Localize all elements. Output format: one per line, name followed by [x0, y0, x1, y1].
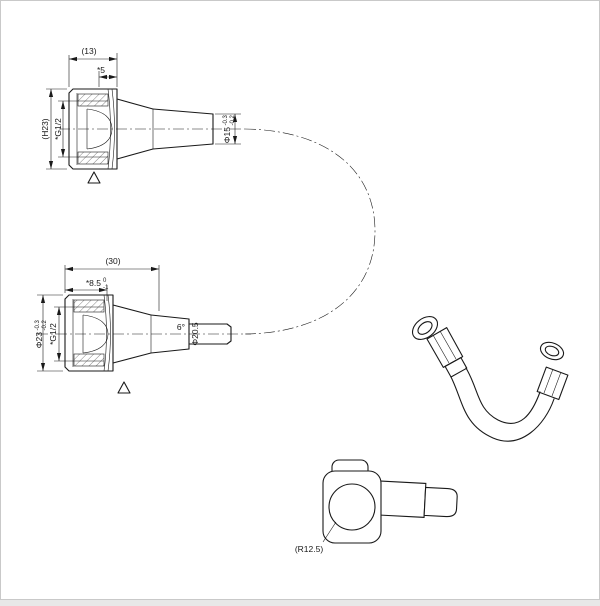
elbow-outlet-end	[423, 486, 458, 518]
taper-edge	[150, 348, 190, 354]
tube-edge	[152, 108, 214, 115]
tube-edge	[152, 143, 214, 150]
nut-outline	[64, 294, 114, 372]
washer-outer	[539, 341, 565, 361]
dim-length-total: (13)	[81, 46, 96, 56]
washer-outer	[411, 316, 439, 340]
dim-length-total: (30)	[105, 256, 120, 266]
elbow-body	[322, 470, 382, 544]
dim-thread-spec: *G1/2	[53, 118, 63, 140]
nut-facet-line	[439, 330, 457, 360]
nut-knurl-arc	[107, 294, 111, 372]
connector-middle-section-view: 6° Φ20.5	[37, 294, 251, 394]
dim-thread-depth-tol-lower: -1	[103, 285, 109, 291]
nut-knurl-arc	[103, 294, 107, 372]
taper-edge	[150, 314, 190, 320]
dim-outlet-tol-upper: -0.3	[223, 114, 229, 125]
section-hatch	[73, 353, 105, 367]
dim-thread-spec: *G1/2	[48, 323, 58, 345]
connector-top-section-view	[59, 88, 245, 184]
hose-pictorial-view	[411, 316, 569, 442]
dim-outlet-diameter: Φ15 -0.3 -0.2	[222, 114, 236, 143]
dim-hex-size: (H23)	[40, 118, 50, 139]
elbow-outlet	[377, 480, 458, 518]
surface-finish-symbol	[117, 381, 131, 394]
dim-outer-diameter: Φ23 -0.3 -0.2	[34, 319, 48, 348]
dim-od-tol-lower: -0.2	[42, 319, 48, 330]
cone-edge	[116, 98, 154, 110]
dim-od-tol-upper: -0.3	[35, 319, 41, 330]
hose-centerline-arc	[244, 128, 376, 335]
nut-knurl-arc	[107, 88, 111, 170]
section-hatch	[73, 299, 105, 313]
section-hatch	[77, 151, 109, 165]
hose-tube-edge	[465, 367, 541, 424]
elbow-pictorial-view: (R12.5)	[295, 459, 458, 554]
cone-edge	[112, 304, 152, 316]
nut-facet-line	[432, 334, 450, 364]
dim-thread-depth-base: *8.5	[86, 278, 101, 288]
nut-facet-line	[551, 371, 562, 397]
dim-outlet-base: Φ15	[222, 127, 232, 144]
nut-facet-line	[543, 368, 554, 394]
dim-radius: (R12.5)	[295, 544, 324, 554]
washer-inner	[417, 321, 433, 335]
dim-thread-depth: *5	[97, 65, 105, 75]
hose-ferrule-1	[444, 357, 468, 378]
section-hatch	[77, 93, 109, 107]
dim-taper-angle: 6°	[177, 322, 185, 332]
cone-edge	[116, 148, 154, 160]
surface-finish-symbol	[87, 171, 101, 184]
dim-outlet-tol-lower: -0.2	[230, 114, 236, 125]
cone-edge	[112, 352, 152, 364]
washer-inner	[544, 345, 560, 357]
ball-seat-profile	[86, 108, 113, 150]
elbow-sphere-circle	[328, 483, 376, 531]
elbow-outlet-cylinder	[377, 480, 427, 518]
ball-seat-profile	[82, 314, 109, 354]
dim-outlet-dia: Φ20.5	[190, 322, 200, 346]
nut-knurl-arc	[111, 88, 115, 170]
hose-nut-2	[536, 366, 569, 401]
top-view-dimensions: (13) *5 (H23) *G1/2 Φ15 -0.3 -0.2	[40, 46, 241, 170]
nut-outline	[68, 88, 118, 170]
dim-thread-depth-tol-upper: 0	[103, 278, 107, 284]
middle-view-dimensions: (30) *8.5 0 -1 Φ23 -0.3 -0.2 *G1/2	[34, 256, 160, 372]
outlet-chamfer	[226, 340, 232, 345]
dim-od-base: Φ23	[34, 332, 44, 349]
hose-tube-edge	[450, 376, 555, 442]
outlet-chamfer	[226, 323, 232, 328]
leader-line	[322, 521, 337, 543]
